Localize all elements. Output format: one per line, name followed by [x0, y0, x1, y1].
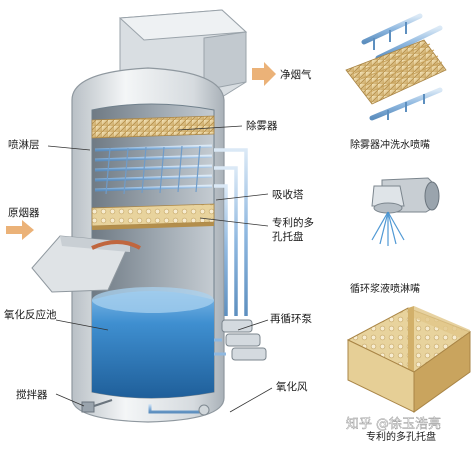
- label-oxidation-tank: 氧化反应池: [4, 308, 57, 321]
- perforated-tray: [91, 203, 215, 230]
- label-tray-line1: 专利的多: [272, 216, 314, 229]
- label-mist-eliminator: 除雾器: [246, 119, 278, 132]
- label-spray-layer: 喷淋层: [8, 138, 40, 151]
- label-agitator: 搅拌器: [16, 388, 48, 401]
- label-flue-gas: 原烟器: [8, 206, 40, 219]
- inset-mist-wash: [345, 13, 447, 121]
- watermark: 知乎 @徐玉浩亮: [346, 416, 441, 432]
- inset-tray-label: 专利的多孔托盘: [366, 430, 436, 443]
- inset-spray-nozzle: [371, 177, 440, 246]
- slurry-pool: [92, 287, 214, 398]
- flue-gas-arrow: [6, 220, 34, 240]
- tower: [31, 9, 250, 423]
- spray-headers: [94, 144, 213, 192]
- recirc-piping: [214, 148, 248, 316]
- callout-lines: [47, 125, 273, 413]
- flue-gas-inlet: [31, 235, 141, 293]
- label-recirc-pump: 再循环泵: [270, 312, 312, 325]
- label-tray-line2: 孔托盘: [272, 230, 304, 243]
- agitator: [81, 399, 113, 413]
- recirc-pumps: [214, 319, 267, 361]
- label-clean-gas: 净烟气: [280, 68, 312, 81]
- oxidation-air-pipe: [148, 404, 250, 414]
- inset-tray: [346, 306, 472, 413]
- label-oxidation-air: 氧化风: [276, 380, 308, 393]
- clean-gas-arrow: [252, 62, 276, 86]
- spray-laterals: [105, 145, 201, 195]
- watermark-handle: @徐玉浩亮: [376, 416, 441, 432]
- inset-mist-wash-label: 除雾器冲洗水喷嘴: [350, 138, 430, 151]
- watermark-prefix: 知乎: [346, 416, 372, 432]
- inset-spray-nozzle-label: 循环浆液喷淋嘴: [350, 282, 420, 295]
- label-absorber-tower: 吸收塔: [272, 188, 304, 201]
- inset-mist-packing: [345, 39, 447, 105]
- mist-eliminator-packing: [91, 115, 215, 139]
